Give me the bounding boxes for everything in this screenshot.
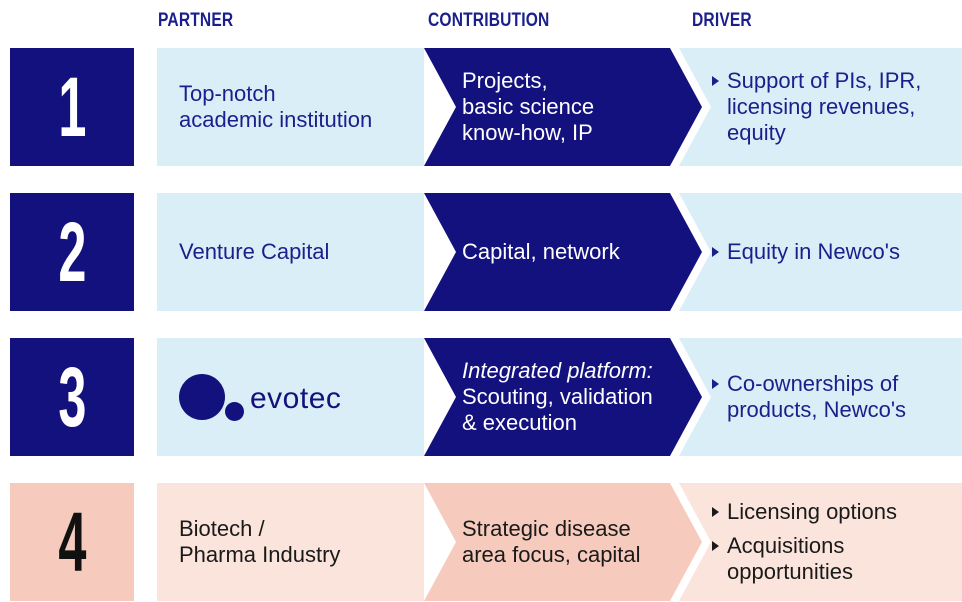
- evotec-logo-dot-icon: [225, 401, 244, 421]
- driver-line: opportunities: [727, 559, 853, 584]
- driver-bullet: Equity in Newco's: [712, 239, 957, 265]
- chevron-arrows: [424, 48, 962, 166]
- contribution-header: CONTRIBUTION: [428, 10, 550, 31]
- driver-header: DRIVER: [692, 10, 752, 31]
- bullet-triangle-icon: [712, 76, 719, 86]
- evotec-logo: evotec: [179, 374, 341, 421]
- driver-bullet: Support of PIs, IPR,: [712, 68, 957, 94]
- driver-line: Licensing options: [727, 499, 898, 524]
- row-number: 1: [57, 60, 87, 154]
- driver-bullet: Licensing options: [712, 499, 957, 525]
- driver-bullet: Co-ownerships of: [712, 371, 957, 397]
- partner-name: Biotech / Pharma Industry: [179, 516, 340, 568]
- chevron-arrows: [424, 193, 962, 311]
- contribution-cell: Integrated platform: Scouting, validatio…: [462, 338, 692, 456]
- driver-cell: Equity in Newco's: [712, 193, 957, 311]
- contribution-line: know-how, IP: [462, 120, 593, 145]
- driver-cell: Co-ownerships of products, Newco's: [712, 338, 957, 456]
- row-1: 1 Top-notch academic institution Project…: [0, 48, 962, 166]
- contribution-cell: Strategic disease area focus, capital: [462, 483, 692, 601]
- driver-line: products, Newco's: [727, 397, 907, 422]
- contribution-line: area focus, capital: [462, 542, 641, 567]
- row-number: 4: [57, 495, 87, 589]
- partner-name: Venture Capital: [179, 239, 329, 265]
- contribution-line: Scouting, validation: [462, 384, 653, 409]
- bullet-triangle-icon: [712, 247, 719, 257]
- row-number-box: 4: [10, 483, 134, 601]
- evotec-wordmark: evotec: [250, 382, 342, 415]
- partner-header: PARTNER: [158, 10, 234, 31]
- row-4: 4 Biotech / Pharma Industry Strategic di…: [0, 483, 962, 601]
- chevron-arrows: [424, 338, 962, 456]
- driver-line: Acquisitions: [727, 533, 845, 558]
- contribution-line: Capital, network: [462, 239, 620, 264]
- row-number: 3: [57, 350, 87, 444]
- row-number-box: 2: [10, 193, 134, 311]
- partner-cell: Biotech / Pharma Industry: [157, 483, 424, 601]
- driver-chevron: [679, 193, 962, 311]
- contribution-line: basic science: [462, 94, 595, 119]
- driver-line: Equity in Newco's: [727, 239, 900, 264]
- driver-line: equity: [727, 120, 786, 145]
- contribution-line: & execution: [462, 410, 577, 435]
- evotec-logo-icon: [179, 374, 225, 420]
- contribution-chevron: [424, 483, 702, 601]
- driver-chevron: [679, 338, 962, 456]
- bullet-triangle-icon: [712, 379, 719, 389]
- contribution-cell: Capital, network: [462, 193, 692, 311]
- partner-line: Top-notch: [179, 81, 276, 106]
- contribution-cell: Projects, basic science know-how, IP: [462, 48, 692, 166]
- contribution-chevron: [424, 338, 702, 456]
- contribution-line: Strategic disease: [462, 516, 631, 541]
- row-number-box: 1: [10, 48, 134, 166]
- partner-cell: Top-notch academic institution: [157, 48, 424, 166]
- contribution-line-italic: Integrated platform:: [462, 358, 653, 383]
- driver-chevron: [679, 483, 962, 601]
- driver-cell: Licensing options Acquisitions opportuni…: [712, 483, 957, 601]
- partner-name: Top-notch academic institution: [179, 81, 372, 133]
- partner-cell: Venture Capital: [157, 193, 424, 311]
- partner-cell: evotec: [157, 338, 424, 456]
- driver-line: Support of PIs, IPR,: [727, 68, 922, 93]
- chevron-arrows: [424, 483, 962, 601]
- partner-line: Venture Capital: [179, 239, 330, 264]
- driver-line: Co-ownerships of: [727, 371, 899, 396]
- row-2: 2 Venture Capital Capital, network Equit…: [0, 193, 962, 311]
- contribution-chevron: [424, 48, 702, 166]
- partner-line: academic institution: [179, 107, 373, 132]
- partner-line: Biotech /: [179, 516, 265, 541]
- bullet-triangle-icon: [712, 507, 719, 517]
- contribution-chevron: [424, 193, 702, 311]
- partner-line: Pharma Industry: [179, 542, 341, 567]
- driver-line: licensing revenues,: [727, 94, 916, 119]
- driver-cell: Support of PIs, IPR, licensing revenues,…: [712, 48, 957, 166]
- row-3: 3 evotec Integrated platform: Scouting, …: [0, 338, 962, 456]
- bullet-triangle-icon: [712, 541, 719, 551]
- driver-bullet: Acquisitions: [712, 533, 957, 559]
- driver-chevron: [679, 48, 962, 166]
- row-number-box: 3: [10, 338, 134, 456]
- row-number: 2: [57, 205, 87, 299]
- contribution-line: Projects,: [462, 68, 548, 93]
